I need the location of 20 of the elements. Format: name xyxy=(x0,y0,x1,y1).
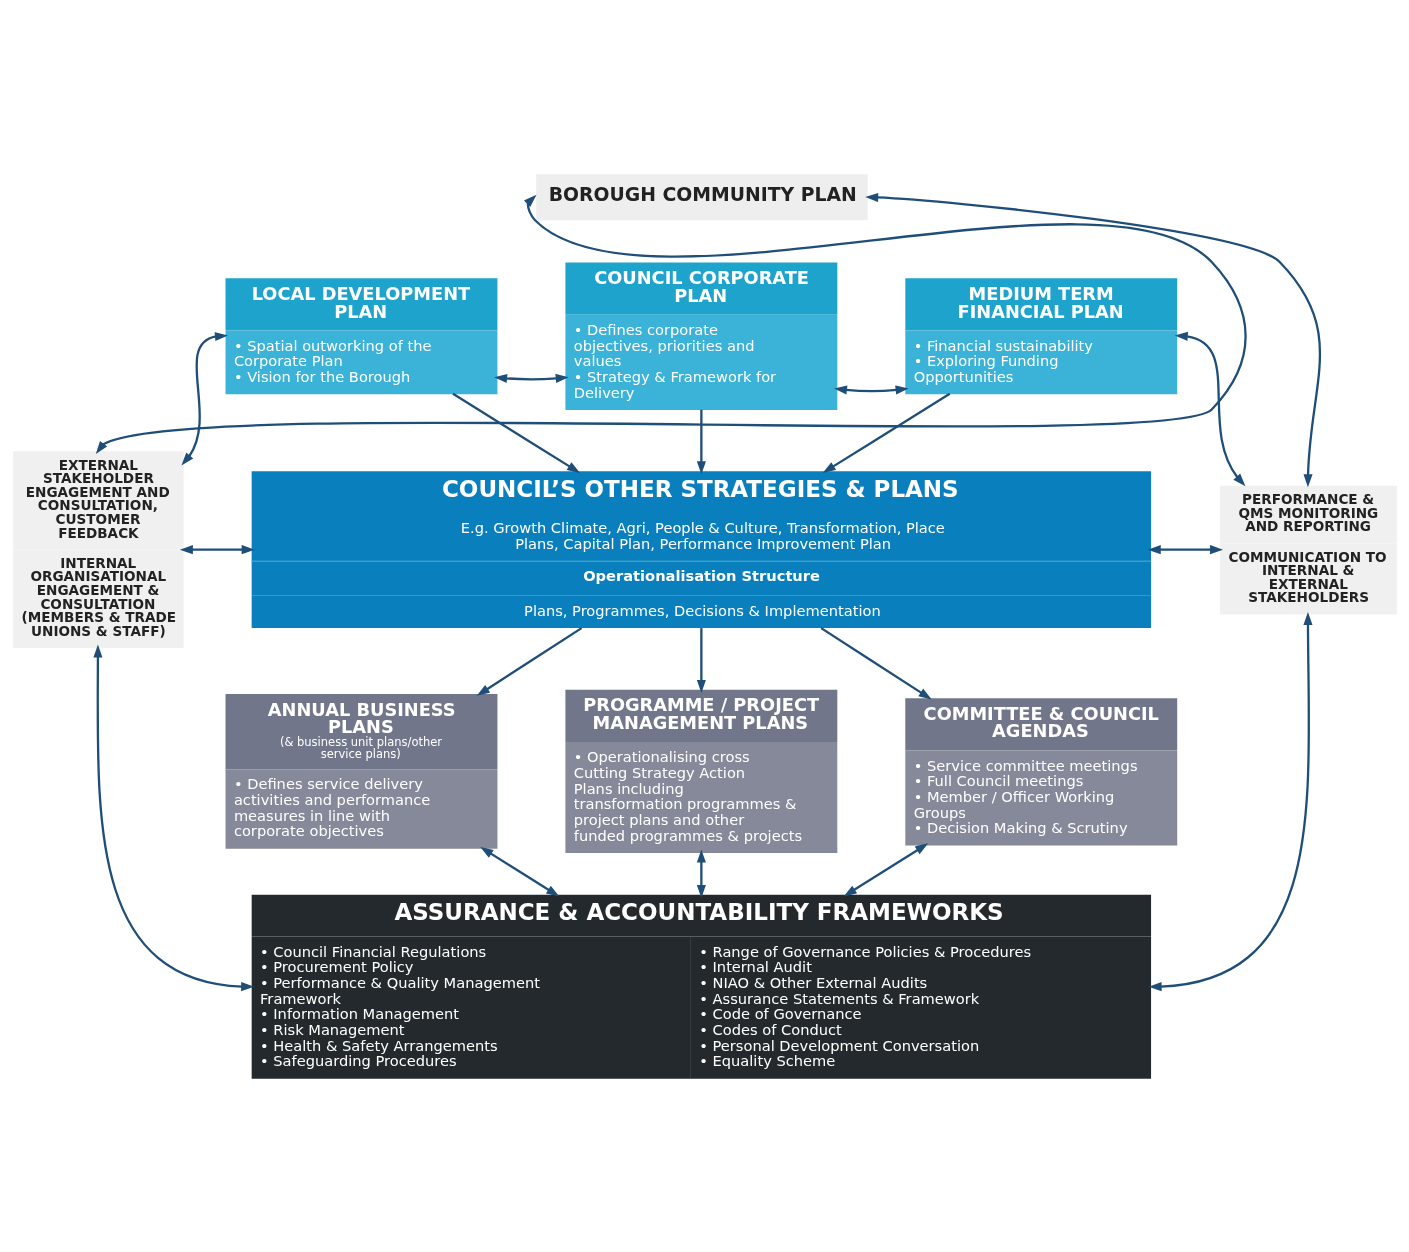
arrow xyxy=(1174,331,1246,486)
arrow xyxy=(865,192,1321,487)
arrow xyxy=(1148,611,1313,991)
arrow xyxy=(494,373,569,383)
arrow xyxy=(822,392,951,473)
arrow xyxy=(834,384,909,394)
arrow xyxy=(181,331,228,465)
arrow xyxy=(95,194,1247,454)
arrow xyxy=(696,849,706,898)
arrow xyxy=(820,626,932,699)
arrow xyxy=(1147,544,1223,554)
arrow xyxy=(843,842,929,896)
arrow xyxy=(452,392,581,473)
arrow xyxy=(696,409,706,474)
arrow xyxy=(476,626,583,696)
node-box: BOROUGH COMMUNITY PLAN xyxy=(536,173,868,220)
arrow xyxy=(480,846,560,897)
arrow xyxy=(696,627,706,693)
arrow xyxy=(179,544,255,554)
arrow xyxy=(93,643,255,991)
